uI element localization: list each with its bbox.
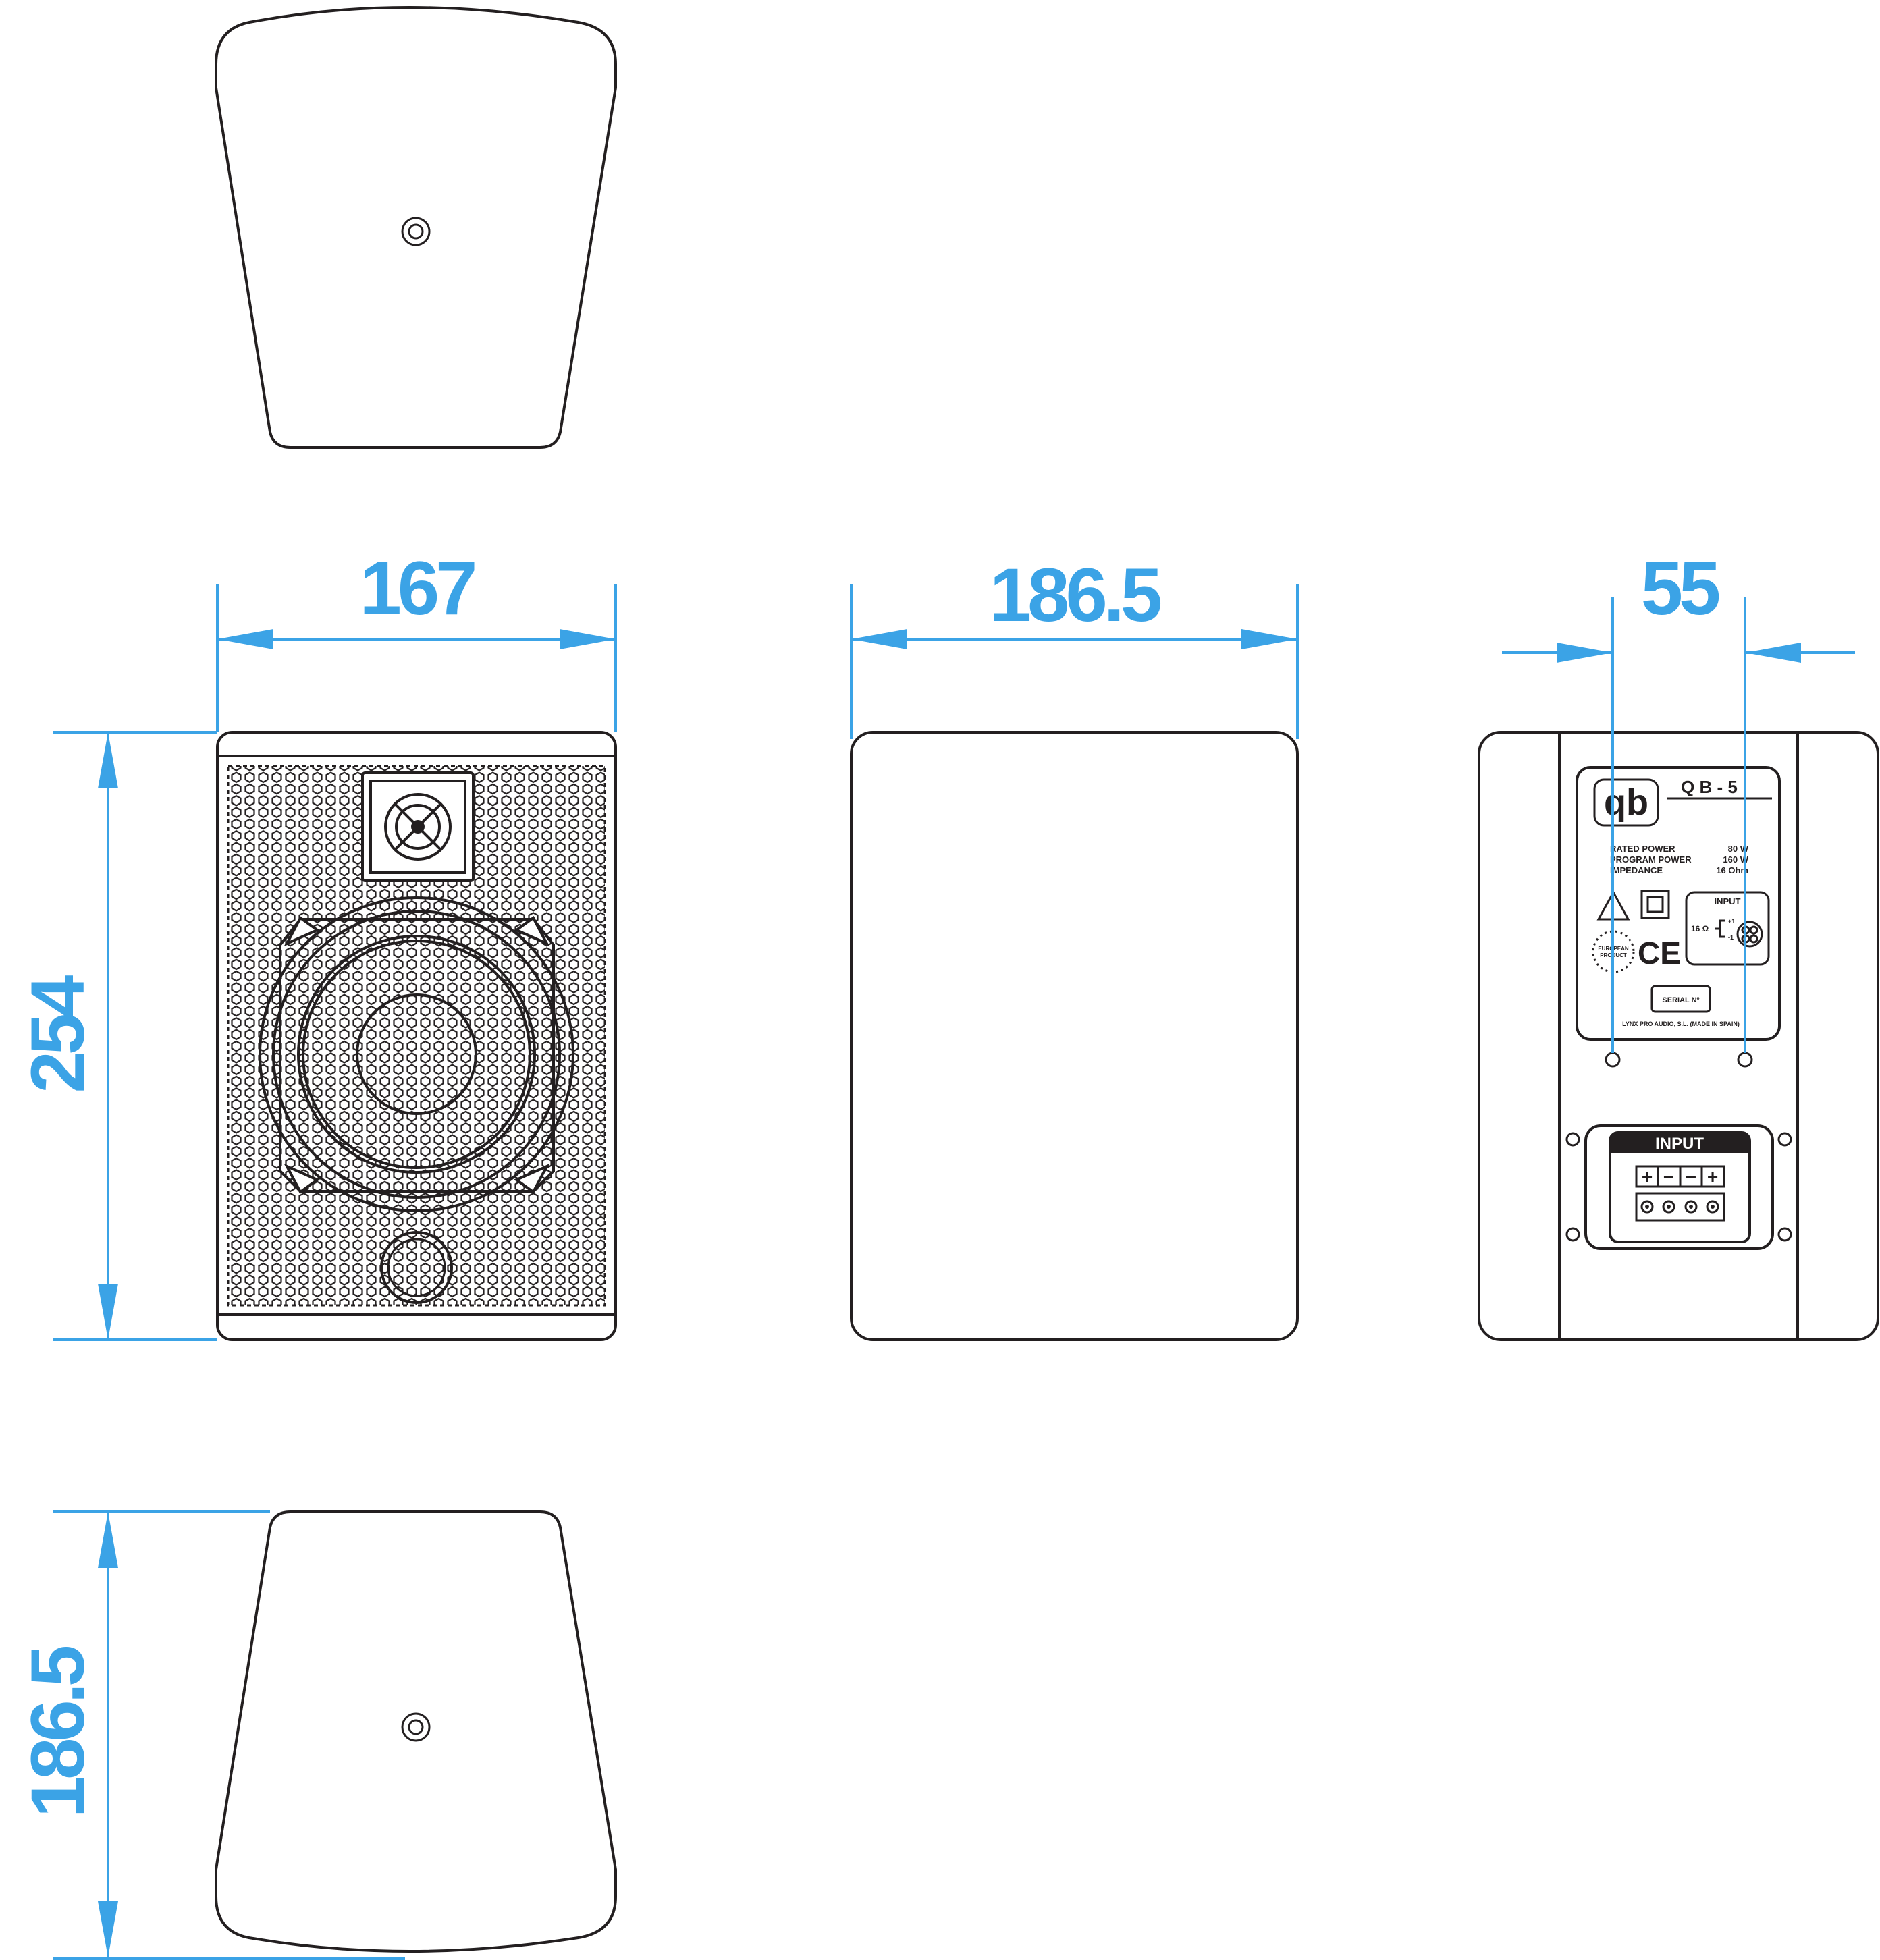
serial-label: SERIAL Nº (1662, 996, 1699, 1004)
dimension-bottom-depth: 186.5 (16, 1510, 405, 1960)
spec-rated-power-value: 80 W (1728, 844, 1749, 854)
terminal-sign-1: + (1642, 1166, 1653, 1187)
woofer (259, 896, 574, 1212)
ce-mark: CE (1638, 935, 1681, 971)
front-view (216, 731, 617, 1341)
speakon-connector-icon (1736, 921, 1763, 948)
spec-program-power-value: 160 W (1723, 854, 1748, 865)
dimension-rear-mount-spacing: 55 (1502, 546, 1855, 1053)
dimension-bottom-depth-label: 186.5 (16, 1646, 100, 1818)
dimension-front-height: 254 (16, 731, 217, 1341)
bottom-view (215, 1510, 617, 1953)
manufacturer-label: LYNX PRO AUDIO, S.L. (MADE IN SPAIN) (1622, 1020, 1740, 1027)
double-insulation-icon (1640, 890, 1670, 919)
input-box-title: INPUT (1715, 896, 1741, 906)
spec-impedance-value: 16 Ohm (1716, 865, 1748, 875)
model-name: Q B - 5 (1681, 777, 1738, 797)
woofer-mount-lug (284, 916, 550, 1194)
terminal-block (1635, 1192, 1725, 1222)
rear-mount-hole (1605, 1052, 1753, 1068)
dimension-front-width: 167 (216, 546, 617, 732)
brand-logo: qb (1604, 782, 1648, 823)
side-view (850, 731, 1299, 1341)
terminal-panel: INPUT + − − + (1565, 1124, 1792, 1250)
top-view (215, 6, 617, 449)
spec-program-power-label: PROGRAM POWER (1610, 854, 1692, 865)
mount-hole-top (401, 217, 431, 246)
dimension-rear-mount-spacing-label: 55 (1641, 546, 1719, 630)
spec-impedance-label: IMPEDANCE (1610, 865, 1663, 875)
terminal-sign-3: − (1686, 1166, 1696, 1187)
terminal-sign-4: + (1707, 1166, 1718, 1187)
pin-plus-label: +1 (1728, 918, 1735, 925)
spec-rated-power-label: RATED POWER (1610, 844, 1675, 854)
dimension-front-width-label: 167 (360, 546, 475, 630)
impedance-mark: 16 Ω (1691, 924, 1709, 933)
rear-view: qb Q B - 5 RATED POWER 80 W PROGRAM POWE… (1478, 731, 1879, 1341)
bass-port (380, 1231, 453, 1304)
terminal-sign-2: − (1663, 1166, 1674, 1187)
dimension-side-depth: 186.5 (850, 553, 1299, 739)
dimension-front-height-label: 254 (16, 975, 100, 1093)
pin-minus-label: -1 (1728, 934, 1734, 941)
rear-label: qb Q B - 5 RATED POWER 80 W PROGRAM POWE… (1576, 766, 1781, 1041)
tweeter (361, 771, 475, 882)
dimension-side-depth-label: 186.5 (990, 553, 1161, 637)
terminal-panel-title: INPUT (1655, 1135, 1704, 1153)
terminal-panel-screw (1565, 1132, 1792, 1242)
mount-hole-bottom (401, 1712, 431, 1742)
